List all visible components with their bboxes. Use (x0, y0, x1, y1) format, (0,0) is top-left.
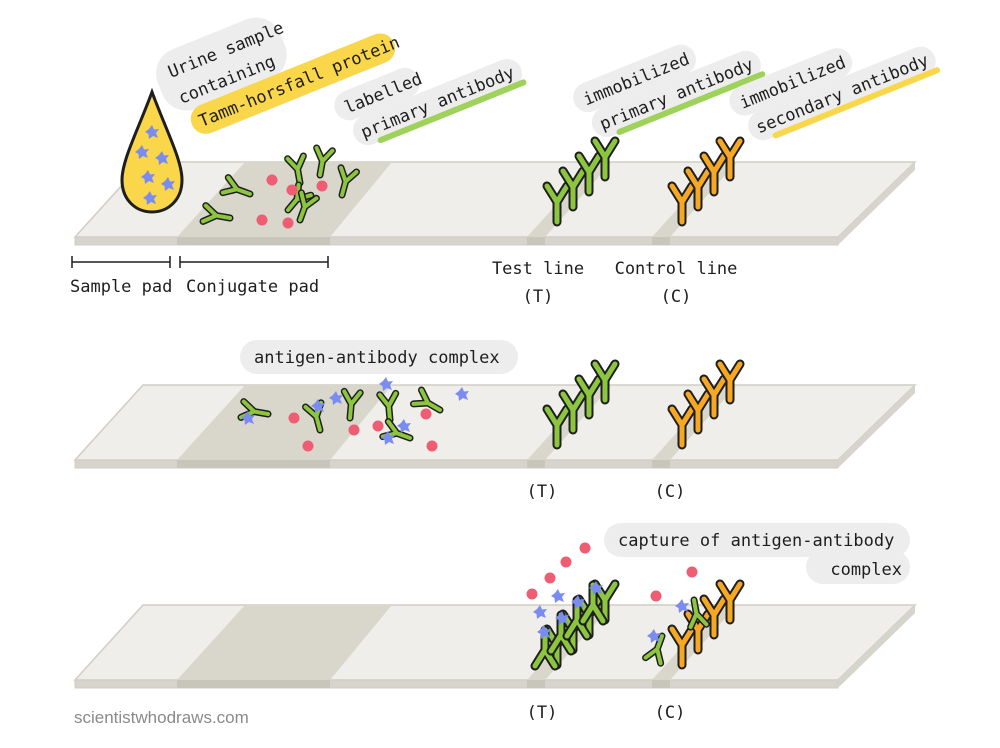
strip-1 (73, 161, 917, 246)
sample-pad-label: Sample pad (70, 277, 172, 297)
test-line-abbrev: (T) (523, 287, 554, 307)
complex-label-text: antigen-antibody complex (254, 348, 500, 368)
conjugate-pad-label: Conjugate pad (186, 277, 319, 297)
control-line-label: Control line (615, 259, 738, 279)
s3-control-label: (C) (655, 703, 686, 723)
strip-3 (73, 604, 917, 689)
test-line-label: Test line (492, 259, 584, 279)
s3-test-label: (T) (527, 703, 558, 723)
strip-2 (73, 384, 917, 469)
capture-label-line2: complex (830, 560, 902, 580)
capture-label-line1: capture of antigen-antibody (618, 531, 894, 551)
urine-drop (120, 87, 184, 214)
capture-label: capture of antigen-antibody complex (604, 523, 910, 584)
control-line-abbrev: (C) (661, 287, 692, 307)
immobilized-primary-label: immobilized primary antibody (573, 44, 766, 137)
s2-control-label: (C) (655, 482, 686, 502)
credit-text[interactable]: scientistwhodraws.com (74, 708, 249, 727)
complex-label: antigen-antibody complex (240, 340, 518, 374)
pad-brackets (71, 256, 329, 268)
s2-test-label: (T) (527, 482, 558, 502)
immobilized-secondary-label: immobilized secondary antibody (729, 46, 941, 141)
